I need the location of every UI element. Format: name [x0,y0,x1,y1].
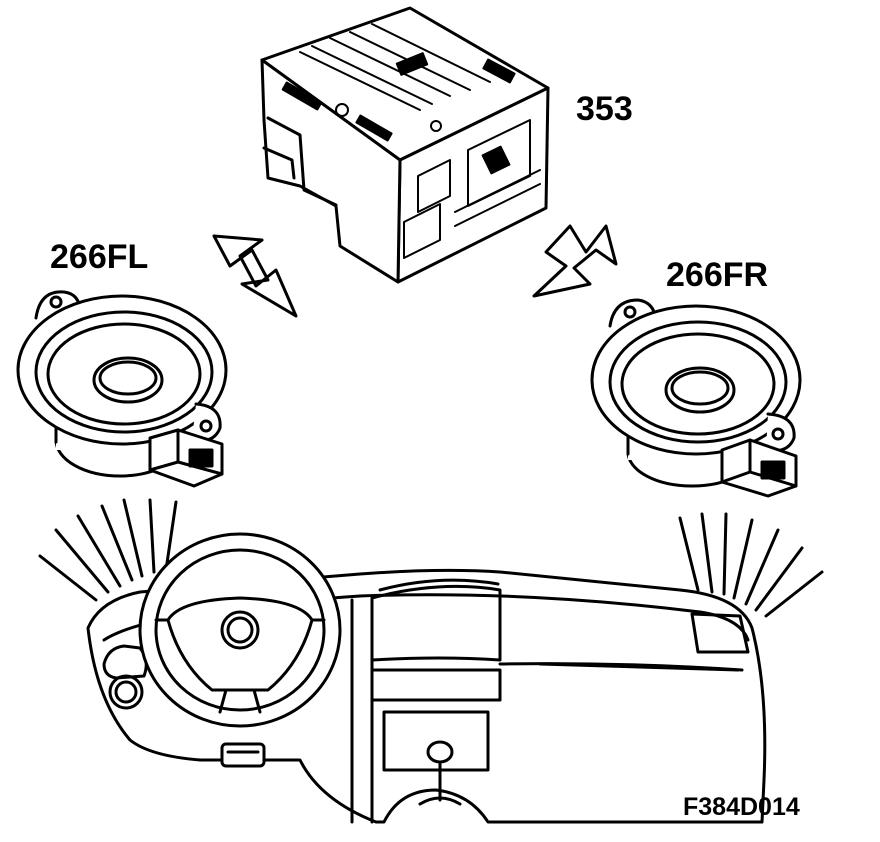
steering-wheel [138,532,342,728]
sound-lines-left [38,498,178,602]
figure-reference: F384D014 [683,793,800,821]
speaker-266fr [590,298,802,498]
radio-unit-353 [260,6,550,284]
label-speaker-front-left: 266FL [50,238,149,276]
label-radio-unit: 353 [576,90,633,128]
speaker-266fl [16,290,228,488]
arrow-to-left-speaker [212,234,298,318]
arrow-to-right-speaker [532,224,618,298]
sound-lines-right [678,512,824,618]
label-speaker-front-right: 266FR [666,256,769,294]
